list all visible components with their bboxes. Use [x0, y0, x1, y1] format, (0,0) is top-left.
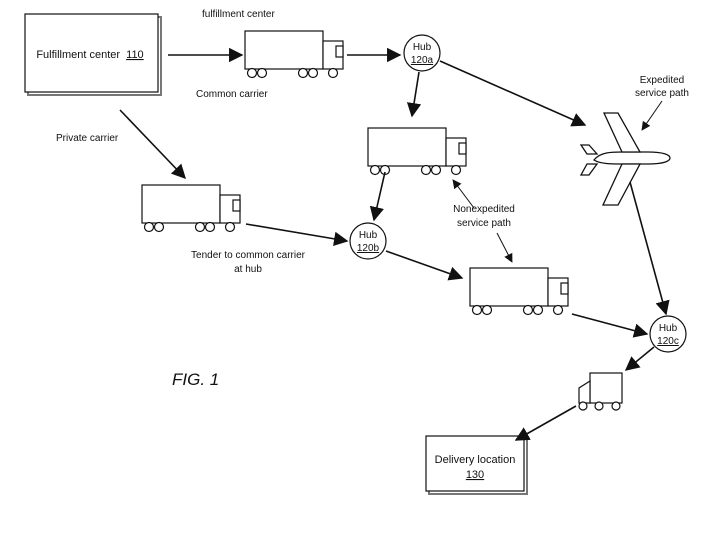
delivery-location-label: Delivery location: [435, 454, 516, 466]
hub-120b: Hub 120b: [349, 222, 387, 260]
delivery-location-ref: 130: [466, 469, 484, 481]
fulfillment-center-node: Fulfillment center 110: [24, 13, 162, 96]
truck-icon: [469, 267, 569, 316]
delivery-van-icon: [578, 372, 623, 411]
private-carrier-label: Private carrier: [56, 133, 119, 144]
hub-ref: 120b: [357, 243, 380, 254]
airplane-icon: [579, 112, 671, 206]
fulfillment-center-ref: 110: [126, 49, 144, 61]
edge-hub-b-to-truck: [385, 250, 464, 281]
hub-ref: 120a: [411, 55, 434, 66]
hub-120a: Hub 120a: [403, 34, 441, 72]
common-carrier-label: Common carrier: [196, 89, 268, 100]
edge-truck-to-hub-c: [571, 313, 649, 338]
edge-fc-to-private-truck: [119, 109, 186, 180]
nonexpedited-label-line2: service path: [457, 218, 511, 229]
edge-hub-a-to-truck: [406, 71, 422, 118]
edge-truck-to-hub-b: [369, 171, 386, 222]
hub-ref: 120c: [657, 336, 679, 347]
svg-text:Fulfillment center 110: Fulfillment center 110: [36, 49, 143, 61]
edge-private-truck-to-hub-b: [245, 223, 349, 246]
hub-label: Hub: [413, 42, 432, 53]
tender-label-line2: at hub: [234, 264, 262, 275]
tender-label-line1: Tender to common carrier: [191, 250, 306, 261]
delivery-location-node: Delivery location 130: [425, 435, 528, 495]
hub-label: Hub: [659, 323, 678, 334]
expedited-pointer: [641, 100, 663, 131]
expedited-label-line2: service path: [635, 88, 689, 99]
top-cut-text: fulfillment center: [202, 9, 275, 20]
nonexpedited-pointer: [496, 232, 513, 263]
edge-plane-to-hub-c: [629, 181, 670, 316]
edge-hub-c-to-van: [624, 346, 655, 371]
edge-hub-a-to-plane: [439, 60, 587, 127]
fulfillment-center-label: Fulfillment center: [36, 49, 120, 61]
expedited-label-line1: Expedited: [640, 75, 684, 86]
truck-icon: [141, 184, 241, 233]
hub-120c: Hub 120c: [649, 315, 687, 353]
nonexpedited-label-line1: Nonexpedited: [453, 204, 515, 215]
truck-icon: [244, 30, 344, 79]
nonexpedited-pointer: [452, 179, 475, 209]
truck-icon: [367, 127, 467, 176]
hub-label: Hub: [359, 230, 378, 241]
figure-label: FIG. 1: [172, 370, 219, 389]
edge-van-to-delivery: [514, 405, 577, 441]
